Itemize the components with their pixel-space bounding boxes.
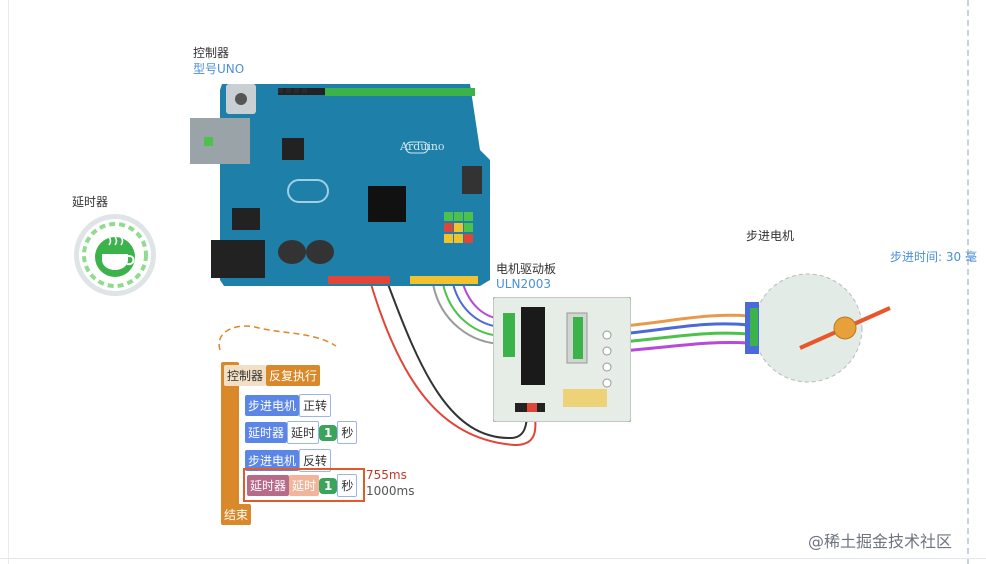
microcontroller-chip [368, 186, 406, 222]
canvas-dashed-boundary [967, 0, 969, 564]
loop-arrow [218, 325, 337, 351]
loop-target: 控制器 [224, 365, 267, 386]
watermark: @稀土掘金技术社区 [808, 532, 953, 551]
statement-4-action: 延时 [289, 475, 320, 496]
loop-block-body [221, 362, 239, 520]
statement-2-value[interactable]: 1 [319, 425, 338, 441]
statement-3-action: 反转 [299, 449, 332, 472]
statement-4-target: 延时器 [247, 475, 290, 496]
delay-device-title: 延时器 [72, 195, 109, 209]
elapsed-time: 755ms [366, 468, 407, 482]
statement-4-unit: 秒 [337, 474, 358, 497]
stepper-title: 步进电机 [746, 229, 795, 243]
statement-2-action: 延时 [287, 421, 320, 444]
driver-model: ULN2003 [496, 277, 551, 291]
driver-input-header [503, 313, 515, 357]
end-label: 结束 [221, 504, 252, 525]
uln2003-driver-board[interactable] [493, 297, 631, 422]
active-statement-highlight [243, 468, 365, 502]
stepper-step-time: 步进时间: 30 毫 [890, 250, 977, 264]
statement-4-value[interactable]: 1 [319, 478, 338, 494]
total-time: 1000ms [366, 484, 415, 498]
uln2003-chip [521, 307, 545, 385]
statement-2-unit: 秒 [337, 421, 358, 444]
canvas-left-border [8, 0, 9, 564]
loop-action: 反复执行 [266, 365, 321, 386]
end-block[interactable]: 结束 [221, 504, 252, 525]
arduino-uno-board[interactable]: Arduino [190, 80, 490, 290]
stepper-motor[interactable] [740, 272, 900, 384]
canvas-bottom-border [0, 558, 986, 559]
controller-model: 型号UNO [193, 62, 245, 76]
delay-device[interactable] [72, 212, 158, 298]
statement-3-target: 步进电机 [245, 450, 300, 471]
board-brand-text: Arduino [399, 140, 445, 153]
driver-title: 电机驱动板 [496, 262, 557, 276]
statement-1-target: 步进电机 [245, 395, 300, 416]
teacup-icon [102, 254, 128, 270]
statement-1-action: 正转 [299, 394, 332, 417]
statement-2-target: 延时器 [245, 422, 288, 443]
loop-block-header[interactable]: 控制器反复执行 [224, 365, 321, 386]
power-jack [211, 240, 265, 278]
wire-black [387, 283, 528, 440]
statement-3[interactable]: 步进电机反转 [245, 449, 332, 472]
statement-1[interactable]: 步进电机正转 [245, 394, 332, 417]
wire-red [370, 283, 537, 447]
usb-port [190, 118, 250, 164]
controller-title: 控制器 [193, 46, 230, 60]
